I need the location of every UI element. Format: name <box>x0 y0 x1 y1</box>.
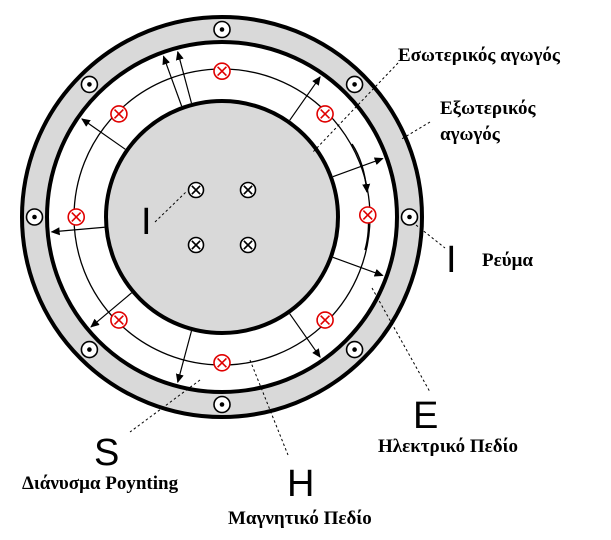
poynting-marker <box>316 105 334 123</box>
radial-arrow <box>175 50 193 104</box>
poynting-marker <box>67 208 86 226</box>
radial-arrow <box>175 330 193 384</box>
label-outer-conductor-line2: αγωγός <box>440 124 501 145</box>
radial-arrow <box>289 76 321 121</box>
label-e-symbol: E <box>413 395 438 437</box>
outer-current-marker <box>345 340 364 359</box>
electric-field-arrows <box>50 50 384 384</box>
poynting-marker <box>110 311 128 329</box>
radial-arrow <box>162 55 183 107</box>
poynting-marker <box>316 311 334 329</box>
label-current-center-symbol: I <box>141 201 152 243</box>
center-current-marker <box>187 181 205 199</box>
leader-h-field <box>249 359 289 456</box>
radial-arrow <box>81 118 126 150</box>
leader-outer-conductor <box>399 121 431 141</box>
center-current-marker <box>239 236 257 254</box>
radial-arrow <box>90 292 132 328</box>
label-h-text: Μαγνητικό Πεδίο <box>228 508 372 529</box>
outer-current-markers <box>25 20 419 414</box>
outer-current-marker <box>345 75 364 94</box>
label-inner-conductor: Εσωτερικός αγωγός <box>398 45 561 66</box>
radial-arrow <box>50 226 105 236</box>
center-current-markers <box>187 181 257 254</box>
radial-arrow <box>332 157 384 178</box>
radial-arrow <box>289 313 321 358</box>
poynting-marker <box>358 206 377 224</box>
center-current-marker <box>187 236 205 254</box>
label-outer-conductor-line1: Εξωτερικός <box>440 98 536 119</box>
magnetic-field-arrow <box>351 143 371 193</box>
outer-current-marker <box>213 395 231 414</box>
poynting-marker <box>213 353 231 372</box>
leader-inner-conductor <box>312 62 399 153</box>
poynting-marker <box>110 105 128 123</box>
poynting-marker <box>213 62 231 81</box>
label-e-text: Ηλεκτρικό Πεδίο <box>378 436 518 457</box>
leader-current-outer <box>415 224 446 249</box>
center-current-marker <box>239 181 257 199</box>
label-current-symbol: I <box>446 239 457 281</box>
outer-current-marker <box>80 340 99 359</box>
outer-current-marker <box>80 75 99 94</box>
outer-current-marker <box>25 208 44 226</box>
outer-current-marker <box>213 20 231 39</box>
label-s-text: Διάνυσμα Poynting <box>22 473 179 494</box>
label-s-symbol: S <box>94 432 119 474</box>
leader-current-center <box>154 191 187 223</box>
radial-arrow <box>332 256 384 277</box>
label-h-symbol: H <box>287 463 314 505</box>
label-current-text: Ρεύμα <box>482 250 533 271</box>
outer-current-marker <box>400 208 419 226</box>
poynting-markers <box>67 62 377 372</box>
inner-conductor <box>104 99 340 335</box>
